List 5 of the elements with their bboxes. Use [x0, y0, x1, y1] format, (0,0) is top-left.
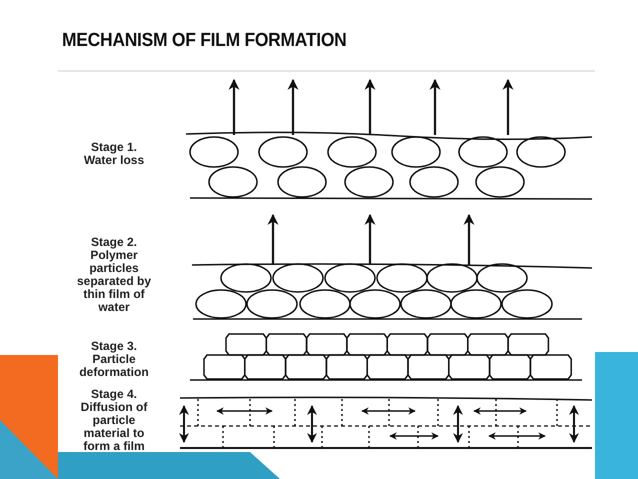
stage-label: Stage 2. Polymer particles separated by thin film of water: [76, 236, 152, 314]
slide-title: MECHANISM OF FILM FORMATION: [62, 30, 346, 52]
stage-label: Stage 1. Water loss: [82, 141, 146, 167]
stage-label: Stage 3. Particle deformation: [78, 340, 150, 379]
stage-label: Stage 4. Diffusion of particle material to form a film: [80, 388, 148, 453]
